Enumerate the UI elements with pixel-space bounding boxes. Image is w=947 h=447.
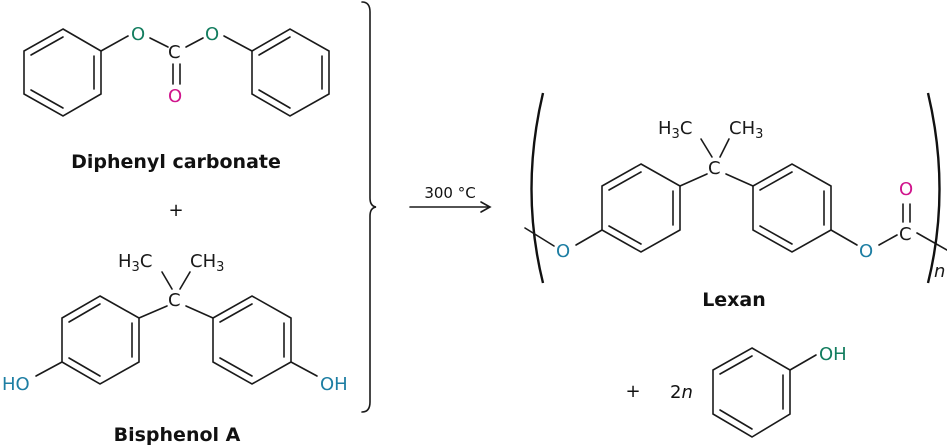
benzene-ring-icon [61,295,140,385]
atom-oxygen-carbonyl: O [168,86,182,107]
benzene-ring-icon [601,163,681,253]
right-parenthesis-icon [926,92,941,284]
benzene-ring-icon [712,347,791,438]
lexan-structure: O H3C CH3 C O C O n [524,92,947,284]
atom-carbon: C [168,290,181,311]
atom-carbon: C [168,42,181,63]
reaction-condition: 300 °C [424,184,475,202]
atom-carbon-carbonyl: C [899,224,912,245]
reaction-arrow-icon [409,201,492,213]
benzene-ring-icon [251,28,330,117]
atom-oxygen: O [205,24,219,45]
plus-sign: + [168,200,183,221]
hydroxyl-group: OH [320,374,348,395]
atom-oxygen: O [131,24,145,45]
phenol-structure: OH [712,344,847,438]
hydroxyl-group: HO [2,374,30,395]
benzene-ring-icon [752,163,832,253]
atom-carbon: C [708,158,721,179]
methyl-group: CH3 [190,251,224,275]
compound-name-diphenyl-carbonate: Diphenyl carbonate [71,151,281,173]
atom-oxygen: O [556,241,570,262]
atom-oxygen-carbonyl: O [899,179,913,200]
hydroxyl-group: OH [819,344,847,365]
bisphenol-a-structure: H3C CH3 C HO OH [2,251,348,395]
plus-sign: + [625,381,640,402]
benzene-ring-icon [23,28,102,117]
diphenyl-carbonate-structure: O C O O [23,24,330,117]
compound-name-lexan: Lexan [702,289,766,311]
repeat-subscript: n [934,261,945,282]
atom-oxygen: O [859,241,873,262]
left-parenthesis-icon [530,92,545,284]
methyl-group: H3C [658,118,692,142]
methyl-group: H3C [118,251,152,275]
curly-brace-icon [361,1,377,413]
benzene-ring-icon [212,295,292,385]
stoichiometric-coefficient: 2n [670,382,693,403]
methyl-group: CH3 [729,118,763,142]
compound-name-bisphenol-a: Bisphenol A [114,424,241,446]
